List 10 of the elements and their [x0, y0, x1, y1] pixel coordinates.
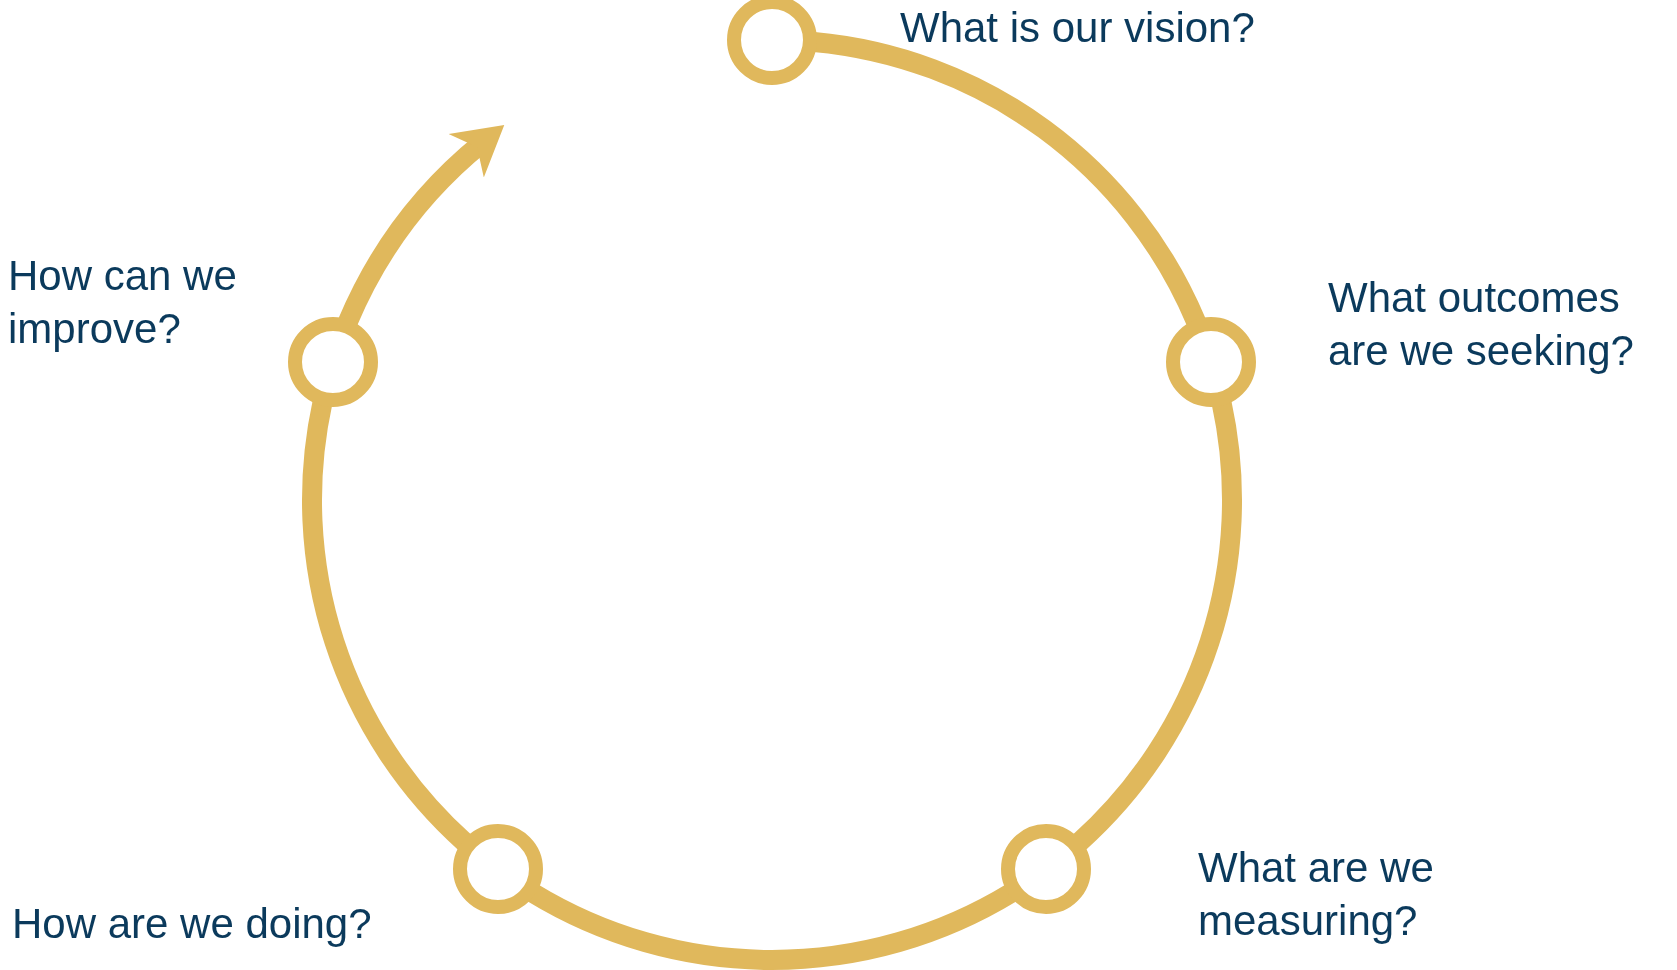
arc-connector — [338, 123, 504, 327]
arc-connector — [302, 400, 473, 850]
question-text: How are we doing? — [12, 899, 373, 949]
question-text: What are we measuring? — [1198, 843, 1435, 946]
question-text: How can we improve? — [8, 251, 238, 354]
arc-connector — [527, 883, 1017, 970]
question-text: What is our vision? — [900, 3, 1256, 53]
question-text: What outcomes are we seeking? — [1328, 273, 1635, 376]
ring-marker — [724, 0, 820, 88]
arc-connector — [1071, 400, 1242, 850]
